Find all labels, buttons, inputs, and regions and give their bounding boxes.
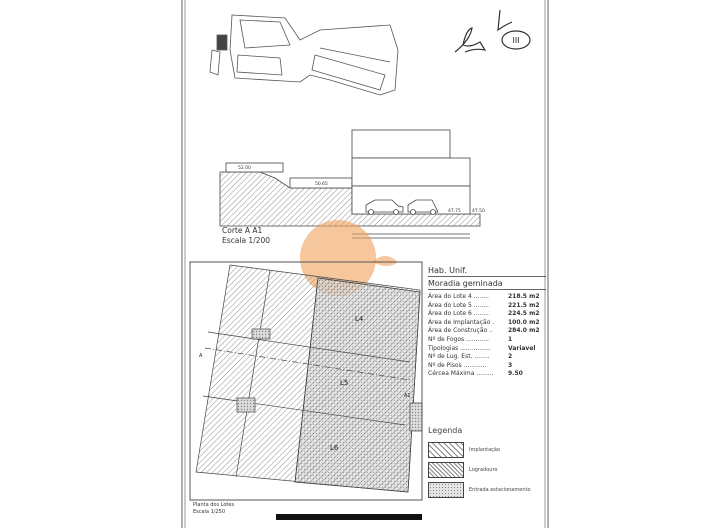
row-label: Cércea Máxima ......... [428, 370, 494, 378]
level-label: 47.75 [448, 208, 461, 214]
summary-table: Hab. Unif. Moradia geminada Área do Lote… [428, 266, 546, 379]
black-bar [276, 514, 422, 520]
row-label: Área do Lote 5 ........ [428, 301, 489, 309]
lot-label-l5: L5 [340, 379, 348, 387]
level-label: 50.65 [315, 181, 328, 187]
lot-label-l6: L6 [330, 444, 339, 452]
section-drawing [219, 129, 481, 239]
row-label: Área do Lote 4 ........ [428, 293, 489, 300]
legend-item-implantacao: Implantação [428, 440, 546, 460]
row-value: 221.5 m2 [508, 301, 540, 309]
row-value: 3 [508, 361, 513, 369]
legend-item-logradouro: Logradouro [428, 460, 546, 480]
summary-row: Cércea Máxima ......... 9.50 [428, 370, 546, 379]
summary-row: Tipologias ................ Variavel [428, 345, 546, 354]
summary-row: Nº de Lug. Est. ........ 2 [428, 353, 546, 362]
row-label: Nº de Lug. Est. ........ [428, 353, 490, 361]
summary-row: Área do Lote 4 ........ 218.5 m2 [428, 293, 546, 302]
plan-frame [189, 261, 423, 501]
row-label: Tipologias ................ [428, 344, 491, 352]
row-value: 9.50 [508, 370, 523, 378]
legend: Legenda Implantação Logradouro Entrada e… [428, 426, 546, 500]
signature [454, 9, 531, 53]
legend-label: Logradouro [469, 467, 498, 473]
row-label: Área de Implantação . [428, 318, 495, 326]
summary-row: Nº de Pisos ............ 3 [428, 362, 546, 371]
row-label: Área do Lote 6 ........ [428, 310, 489, 318]
legend-title: Legenda [428, 426, 463, 435]
lot-plan [195, 264, 423, 493]
row-value: 224.5 m2 [508, 310, 540, 318]
row-value: 100.0 m2 [508, 318, 540, 326]
plan-title: Planta dos Lotes [193, 502, 235, 508]
section-marker-a: A [199, 353, 203, 359]
summary-row: Área do Lote 5 ........ 221.5 m2 [428, 302, 546, 311]
level-label: 52.00 [238, 165, 251, 171]
row-label: Área de Construção .. [428, 327, 493, 335]
level-label: 47.50 [472, 208, 485, 214]
row-value: 218.5 m2 [508, 293, 540, 300]
implantacao-swatch [428, 442, 464, 458]
plan-scale: Escala 1/250 [193, 509, 226, 515]
sheet-number: III [512, 36, 519, 45]
section-title: Corte A A1 [222, 226, 263, 235]
summary-row: Nº de Fogos ............ 1 [428, 336, 546, 345]
summary-row: Área de Construção .. 284.0 m2 [428, 327, 546, 336]
row-label: Nº de Pisos ............ [428, 361, 487, 369]
row-value: 2 [508, 353, 513, 361]
lot-label-l4: L4 [355, 315, 364, 323]
row-label: Nº de Fogos ............ [428, 335, 489, 343]
section-marker-a1: A1 [404, 393, 411, 399]
row-value: 284.0 m2 [508, 327, 540, 335]
estacionamento-swatch [428, 482, 464, 498]
section-scale: Escala 1/200 [222, 236, 271, 245]
row-value: Variavel [508, 344, 536, 352]
legend-item-estacionamento: Entrada estacionamento [428, 480, 546, 500]
summary-subheading: Moradia geminada [428, 279, 546, 290]
legend-label: Implantação [469, 447, 501, 453]
summary-row: Área de Implantação . 100.0 m2 [428, 319, 546, 328]
row-value: 1 [508, 335, 513, 343]
legend-label: Entrada estacionamento [469, 487, 531, 493]
summary-row: Área do Lote 6 ........ 224.5 m2 [428, 310, 546, 319]
site-plan [209, 14, 399, 96]
summary-heading: Hab. Unif. [428, 266, 546, 277]
logradouro-swatch [428, 462, 464, 478]
